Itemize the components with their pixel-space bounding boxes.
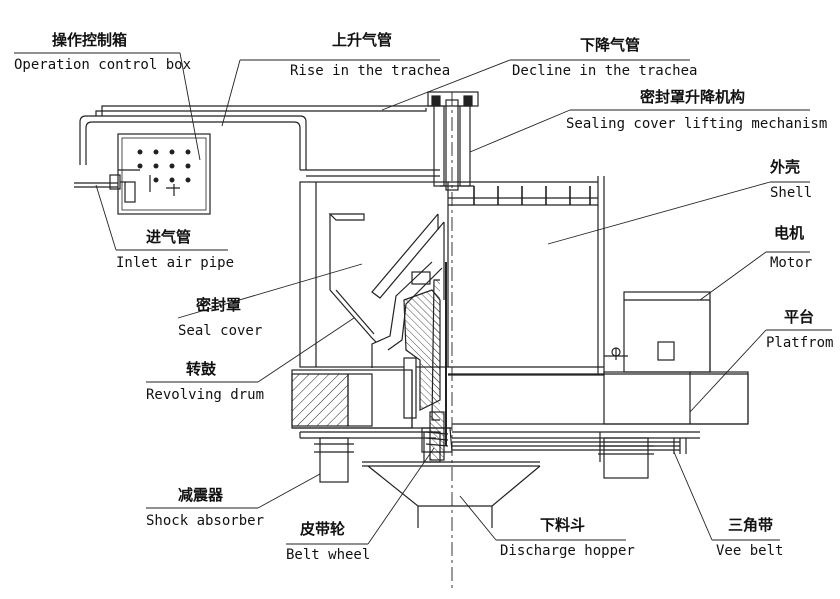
lifting-mechanism — [427, 91, 479, 191]
label-lifting-zh: 密封罩升降机构 — [640, 88, 746, 106]
label-control-box-en: Operation control box — [14, 57, 192, 73]
motor — [604, 291, 711, 373]
shaft-section — [423, 262, 447, 463]
shell-outline — [299, 176, 605, 376]
label-decline-zh: 下降气管 — [580, 36, 641, 54]
label-motor-zh: 电机 — [774, 224, 805, 242]
label-shock-en: Shock absorber — [146, 513, 265, 529]
label-rise-zh: 上升气管 — [332, 31, 393, 49]
label-hopper-en: Discharge hopper — [500, 543, 635, 559]
operation-control-box — [109, 133, 211, 215]
vee-belt — [452, 438, 687, 454]
label-drum-en: Revolving drum — [146, 387, 265, 403]
leader-lines — [14, 52, 832, 545]
base-frame — [291, 369, 749, 439]
shock-absorbers — [314, 432, 654, 483]
label-motor-en: Motor — [770, 255, 813, 271]
label-belt-wheel-en: Belt wheel — [286, 547, 371, 563]
label-drum-zh: 转鼓 — [186, 360, 217, 378]
label-platform-en: Platfrom — [766, 335, 834, 351]
discharge-hopper — [362, 461, 541, 528]
label-vee-belt-en: Vee belt — [716, 543, 784, 559]
label-shell-zh: 外壳 — [770, 158, 801, 176]
air-pipes — [74, 105, 440, 188]
label-hopper-zh: 下料斗 — [540, 516, 586, 534]
label-inlet-zh: 进气管 — [146, 228, 192, 246]
label-shell-en: Shell — [770, 185, 813, 201]
label-rise-en: Rise in the trachea — [290, 63, 451, 79]
platform — [603, 371, 749, 425]
belt-wheel — [421, 427, 453, 453]
label-lifting-en: Sealing cover lifting mechanism — [566, 116, 828, 132]
label-inlet-en: Inlet air pipe — [116, 255, 235, 271]
label-shock-zh: 减震器 — [178, 486, 224, 504]
label-decline-en: Decline in the trachea — [512, 63, 698, 79]
label-belt-wheel-zh: 皮带轮 — [300, 520, 346, 538]
label-control-box-zh: 操作控制箱 — [52, 31, 128, 49]
seal-cover — [328, 213, 445, 300]
label-vee-belt-zh: 三角带 — [728, 516, 774, 534]
label-platform-zh: 平台 — [784, 308, 815, 326]
label-seal-cover-en: Seal cover — [178, 323, 263, 339]
label-seal-cover-zh: 密封罩 — [196, 296, 242, 314]
revolving-drum — [329, 261, 443, 419]
